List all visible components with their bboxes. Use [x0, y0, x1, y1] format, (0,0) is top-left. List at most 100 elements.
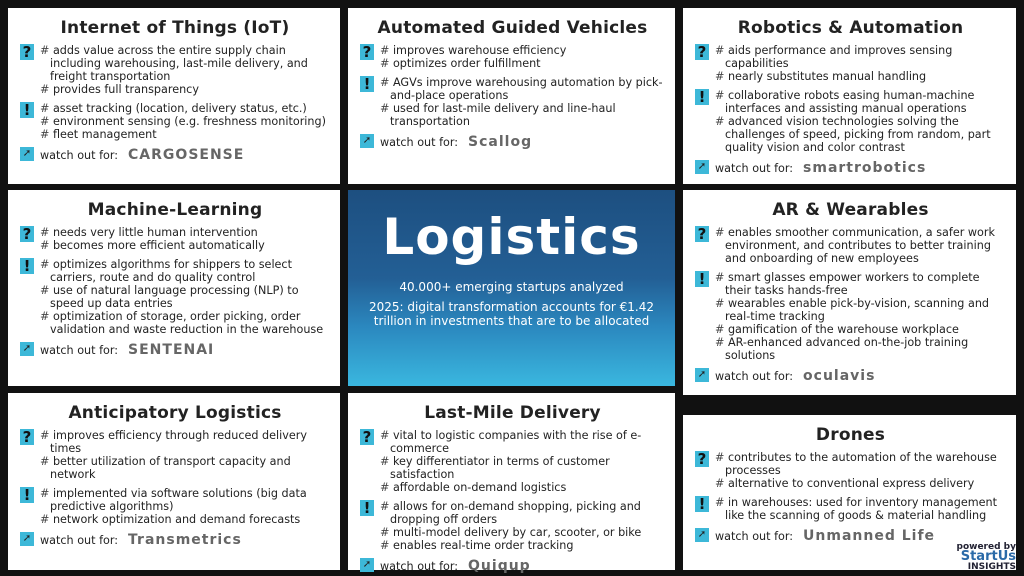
panel-title: Anticipatory Logistics: [68, 403, 282, 423]
panel-anticipatory-logistics: Anticipatory Logistics ? improves efficie…: [8, 393, 340, 570]
brand-sub: INSIGHTS: [967, 562, 1016, 572]
application-item: optimizes algorithms for shippers to sel…: [40, 258, 330, 284]
benefit-item: vital to logistic companies with the ris…: [380, 429, 665, 455]
exclamation-mark-icon: !: [695, 496, 709, 512]
subtitle: 40.000+ emerging startups analyzed: [399, 280, 624, 294]
application-item: gamification of the warehouse workplace: [715, 323, 1006, 336]
startup-logo: Scallog: [468, 134, 533, 150]
question-mark-icon: ?: [695, 226, 709, 242]
exclamation-mark-icon: !: [695, 271, 709, 287]
benefit-item: becomes more efficient automatically: [40, 239, 330, 252]
exclamation-mark-icon: !: [360, 76, 374, 92]
benefit-item: provides full transparency: [40, 83, 330, 96]
cursor-icon: ➚: [695, 528, 709, 542]
exclamation-mark-icon: !: [360, 500, 374, 516]
benefit-item: aids performance and improves sensing ca…: [715, 44, 1006, 70]
application-item: advanced vision technologies solving the…: [715, 115, 1006, 154]
benefit-item: needs very little human intervention: [40, 226, 330, 239]
application-item: used for last-mile delivery and line-hau…: [380, 102, 665, 128]
application-item: in warehouses: used for inventory manage…: [715, 496, 1006, 522]
benefit-item: improves warehouse efficiency: [380, 44, 665, 57]
brand-logo: powered by StartUs INSIGHTS: [957, 542, 1016, 572]
question-mark-icon: ?: [20, 429, 34, 445]
application-item: AGVs improve warehousing automation by p…: [380, 76, 665, 102]
benefit-item: nearly substitutes manual handling: [715, 70, 1006, 83]
question-mark-icon: ?: [360, 429, 374, 445]
panel-ar-wearables: AR & Wearables ? enables smoother communi…: [683, 190, 1016, 395]
startup-logo: CARGOSENSE: [128, 147, 245, 163]
panel-title: Internet of Things (IoT): [60, 18, 290, 38]
application-item: wearables enable pick-by-vision, scannin…: [715, 297, 1006, 323]
benefit-item: adds value across the entire supply chai…: [40, 44, 330, 83]
panel-title: Drones: [815, 425, 886, 445]
question-mark-icon: ?: [20, 226, 34, 242]
center-title-panel: Logistics 40.000+ emerging startups anal…: [348, 190, 675, 386]
benefit-item: better utilization of transport capacity…: [40, 455, 330, 481]
question-mark-icon: ?: [20, 44, 34, 60]
panel-title: Last-Mile Delivery: [424, 403, 601, 423]
benefit-item: optimizes order fulfillment: [380, 57, 665, 70]
startup-logo: Quiqup: [468, 558, 531, 574]
cursor-icon: ➚: [20, 532, 34, 546]
benefit-item: contributes to the automation of the war…: [715, 451, 1006, 477]
panel-title: Robotics & Automation: [737, 18, 964, 38]
application-item: fleet management: [40, 128, 330, 141]
brand-name: StartUs: [960, 549, 1016, 564]
question-mark-icon: ?: [695, 451, 709, 467]
benefit-item: affordable on-demand logistics: [380, 481, 665, 494]
panel-internet-of-things-iot-: Internet of Things (IoT) ? adds value acr…: [8, 8, 340, 184]
cursor-icon: ➚: [20, 342, 34, 356]
startup-logo: Unmanned Life: [803, 528, 936, 544]
application-item: asset tracking (location, delivery statu…: [40, 102, 330, 115]
application-item: smart glasses empower workers to complet…: [715, 271, 1006, 297]
cursor-icon: ➚: [695, 160, 709, 174]
panel-title: AR & Wearables: [772, 200, 929, 220]
application-item: AR-enhanced advanced on-the-job training…: [715, 336, 1006, 362]
benefit-item: alternative to conventional express deli…: [715, 477, 1006, 490]
application-item: allows for on-demand shopping, picking a…: [380, 500, 665, 526]
application-item: environment sensing (e.g. freshness moni…: [40, 115, 330, 128]
exclamation-mark-icon: !: [20, 102, 34, 118]
panel-drones: Drones ? contributes to the automation of…: [683, 415, 1016, 570]
cursor-icon: ➚: [20, 147, 34, 161]
exclamation-mark-icon: !: [20, 258, 34, 274]
benefit-item: key differentiator in terms of customer …: [380, 455, 665, 481]
question-mark-icon: ?: [360, 44, 374, 60]
exclamation-mark-icon: !: [695, 89, 709, 105]
startup-logo: Transmetrics: [128, 532, 242, 548]
watch-label: watch out for:: [40, 343, 119, 357]
watch-label: watch out for:: [40, 148, 119, 162]
cursor-icon: ➚: [360, 558, 374, 572]
watch-label: watch out for:: [380, 135, 459, 149]
panel-machine-learning: Machine-Learning ? needs very little huma…: [8, 190, 340, 386]
panel-title: Automated Guided Vehicles: [377, 18, 648, 38]
application-item: enables real-time order tracking: [380, 539, 665, 552]
panel-robotics-automation: Robotics & Automation ? aids performance …: [683, 8, 1016, 184]
application-item: multi-model delivery by car, scooter, or…: [380, 526, 665, 539]
panel-title: Machine-Learning: [87, 200, 263, 220]
cursor-icon: ➚: [695, 368, 709, 382]
exclamation-mark-icon: !: [20, 487, 34, 503]
panel-last-mile-delivery: Last-Mile Delivery ? vital to logistic co…: [348, 393, 675, 574]
application-item: network optimization and demand forecast…: [40, 513, 330, 526]
startup-logo: smartrobotics: [803, 160, 927, 176]
powered-by: powered by: [956, 542, 1016, 552]
watch-label: watch out for:: [40, 533, 119, 547]
application-item: collaborative robots easing human-machin…: [715, 89, 1006, 115]
application-item: use of natural language processing (NLP)…: [40, 284, 330, 310]
watch-label: watch out for:: [715, 161, 794, 175]
benefit-item: enables smoother communication, a safer …: [715, 226, 1006, 265]
main-title: Logistics: [382, 208, 641, 266]
watch-label: watch out for:: [715, 369, 794, 383]
benefit-item: improves efficiency through reduced deli…: [40, 429, 330, 455]
panel-automated-guided-vehicles: Automated Guided Vehicles ? improves ware…: [348, 8, 675, 184]
startup-logo: SENTENAI: [128, 342, 215, 358]
watch-label: watch out for:: [380, 559, 459, 573]
application-item: implemented via software solutions (big …: [40, 487, 330, 513]
watch-label: watch out for:: [715, 529, 794, 543]
cursor-icon: ➚: [360, 134, 374, 148]
startup-logo: oculavis: [803, 368, 876, 384]
application-item: optimization of storage, order picking, …: [40, 310, 330, 336]
question-mark-icon: ?: [695, 44, 709, 60]
investment-note: 2025: digital transformation accounts fo…: [368, 300, 655, 328]
